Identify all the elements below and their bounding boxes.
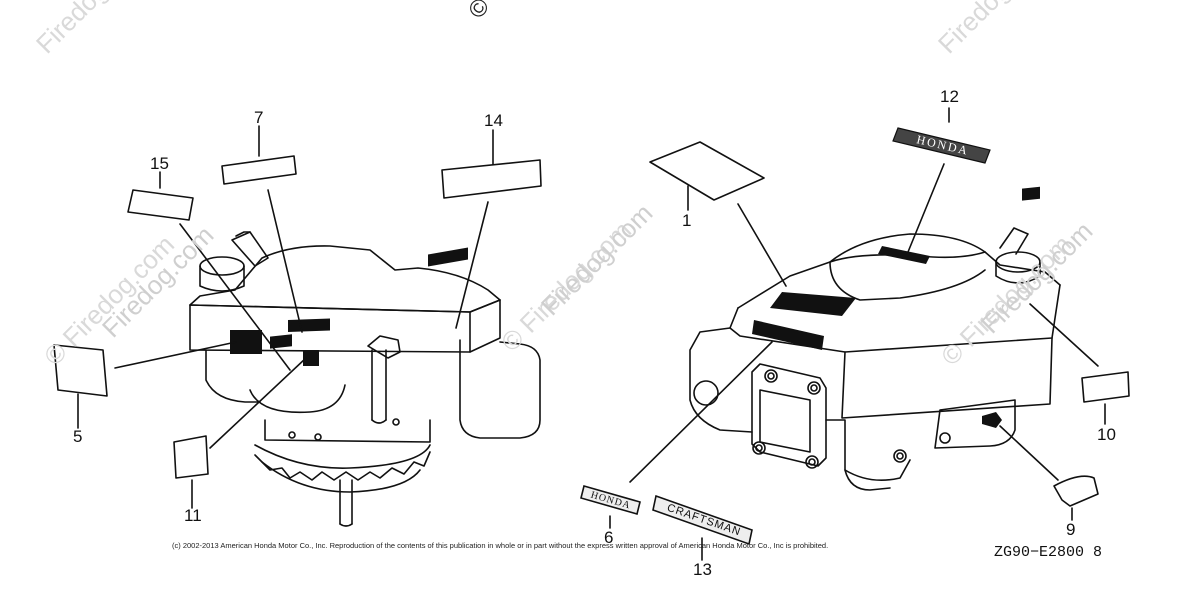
callout-13: 13 — [693, 560, 712, 579]
left-leaders — [77, 125, 494, 509]
svg-text:HONDA: HONDA — [915, 132, 970, 158]
svg-text:CRAFTSMAN: CRAFTSMAN — [665, 502, 742, 539]
copyright-notice: (c) 2002-2013 American Honda Motor Co., … — [172, 541, 829, 550]
callout-7: 7 — [254, 108, 264, 127]
diagram-code: ZG90−E2800 8 — [994, 544, 1103, 561]
decal-7 — [221, 155, 297, 185]
decal-5 — [53, 344, 108, 397]
callout-1: 1 — [682, 211, 692, 230]
decal-11 — [173, 435, 209, 479]
right-leaders — [609, 107, 1106, 561]
decal-1 — [649, 141, 765, 201]
callout-15: 15 — [150, 154, 169, 173]
decal-15 — [127, 189, 194, 221]
callout-14: 14 — [484, 111, 503, 130]
decal-12-honda: HONDA — [892, 127, 991, 164]
callout-10: 10 — [1097, 425, 1116, 444]
decal-10 — [1081, 371, 1130, 403]
callout-12: 12 — [940, 87, 959, 106]
decal-6-honda: HONDA — [580, 485, 641, 515]
right-engine — [689, 186, 1061, 491]
callout-5: 5 — [73, 427, 83, 446]
decal-13-craftsman: CRAFTSMAN — [652, 494, 753, 546]
decal-9 — [1053, 475, 1099, 507]
decal-14 — [441, 159, 542, 199]
callout-9: 9 — [1066, 520, 1076, 539]
left-engine — [189, 231, 541, 527]
callout-6: 6 — [604, 528, 614, 547]
callout-11: 11 — [184, 506, 202, 525]
